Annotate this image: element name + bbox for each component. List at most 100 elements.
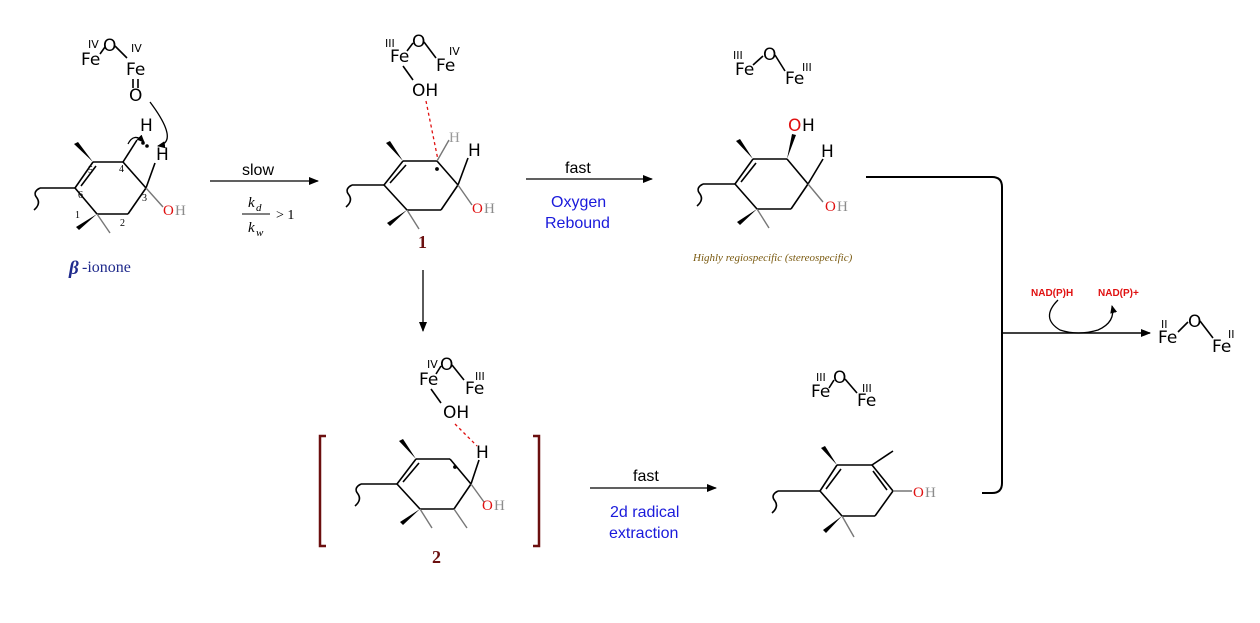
atom-h-abstracted: H — [140, 116, 153, 136]
ring-2: H O H — [354, 439, 505, 529]
hydroxyl-o: O — [913, 485, 924, 501]
hydroxyl-o: O — [163, 203, 174, 219]
step-slow: slow k d k w > 1 — [210, 162, 319, 239]
radical-label: 2d radical — [610, 504, 679, 521]
ox-state-ii: II — [1161, 318, 1168, 331]
atom-fe: Fe — [1212, 337, 1231, 357]
ratio-comparison: > 1 — [276, 208, 294, 223]
atom-o: O — [1188, 312, 1201, 332]
ox-state-ii: II — [1228, 328, 1235, 341]
atom-h: H — [468, 141, 481, 161]
hydroxyl-o: O — [825, 199, 836, 215]
cofactor-nadph: NAD(P)H — [1031, 288, 1073, 299]
ox-state-iv: IV — [449, 45, 460, 58]
atom-h-gray: H — [449, 130, 460, 146]
ox-state-iii: III — [733, 49, 743, 62]
substrate-beta-ionone: IV O IV Fe Fe O — [33, 36, 186, 279]
bracket-right — [533, 434, 541, 548]
atom-fe: Fe — [785, 69, 804, 89]
atom-h: H — [821, 142, 834, 162]
rebound-label: Rebound — [545, 215, 610, 232]
hydroxyl-h: H — [494, 498, 505, 514]
kw-subscript: w — [256, 227, 264, 239]
atom-o: O — [412, 32, 425, 52]
hydroxyl-h: H — [837, 199, 848, 215]
atom-fe: Fe — [419, 370, 438, 390]
compound-label-1: 1 — [418, 232, 427, 252]
ring-product: O H H O H — [696, 116, 848, 229]
atom-fe: Fe — [1158, 328, 1177, 348]
ring-number-4: 4 — [119, 164, 124, 175]
catalyst-fe4-fe3-oh: IV O III Fe Fe OH — [419, 355, 485, 423]
atom-fe: Fe — [126, 60, 145, 80]
hydroxyl-h: H — [175, 203, 186, 219]
atom-fe: Fe — [436, 56, 455, 76]
atom-fe: Fe — [81, 50, 100, 70]
bracket-left — [318, 434, 326, 548]
product-rebound: III O III Fe Fe O H H O — [692, 45, 853, 264]
catalyst-fe3-fe3: III O III Fe Fe — [811, 368, 876, 411]
atom-fe: Fe — [735, 60, 754, 80]
ox-state-iii: III — [385, 37, 395, 50]
atom-oxo: O — [129, 86, 142, 106]
step-fast-label: fast — [565, 160, 591, 177]
greek-beta: β — [68, 258, 79, 279]
atom-o: O — [833, 368, 846, 388]
ox-state-iv: IV — [131, 42, 142, 55]
oxygen-label: Oxygen — [551, 194, 606, 211]
hydroxyl-o-new: O — [788, 116, 801, 136]
atom-o: O — [440, 355, 453, 375]
kd-k: k — [248, 195, 255, 211]
atom-o: O — [763, 45, 776, 65]
atom-fe: Fe — [465, 379, 484, 399]
atom-fe: Fe — [857, 391, 876, 411]
ox-state-iii: III — [802, 61, 812, 74]
kd-subscript: d — [256, 202, 262, 214]
catalyst-fe3-fe4-oh: III O IV Fe Fe OH — [385, 32, 460, 101]
step-fast-label: fast — [633, 468, 659, 485]
extraction-label: extraction — [609, 525, 678, 542]
catalyst-fe4-fe4: IV O IV Fe Fe O — [81, 36, 145, 106]
ring-1: H H O H — [345, 130, 495, 230]
compound-label-2: 2 — [432, 547, 441, 567]
ox-state-iii: III — [816, 371, 826, 384]
hydroxyl-h: H — [925, 485, 936, 501]
hydroxyl-o: O — [482, 498, 493, 514]
hydroxyl-h-new: H — [802, 116, 815, 136]
catalyst-fe3-fe3: III O III Fe Fe — [733, 45, 812, 89]
ox-state-iv: IV — [88, 38, 99, 51]
ox-state-iii: III — [862, 382, 872, 395]
catalyst-fe2-fe2: II O II Fe Fe — [1158, 312, 1235, 357]
product-dienol: III O III Fe Fe O H — [771, 368, 936, 538]
hydroxyl-h: H — [484, 201, 495, 217]
atom-oh: OH — [443, 403, 469, 423]
ring-ionone: H H O H 5 6 1 2 3 4 — [33, 101, 186, 234]
step-slow-label: slow — [242, 162, 274, 179]
converging-arrow: NAD(P)H NAD(P)+ — [866, 176, 1151, 494]
substrate-name: β -ionone — [68, 258, 131, 279]
ring-number-5: 5 — [88, 165, 93, 176]
ring-number-2: 2 — [120, 218, 125, 229]
regiospecific-note: Highly regiospecific (stereospecific) — [692, 252, 853, 264]
ring-number-1: 1 — [75, 210, 80, 221]
intermediate-1: III O IV Fe Fe OH — [345, 32, 495, 252]
atom-oh: OH — [412, 81, 438, 101]
atom-fe: Fe — [811, 382, 830, 402]
hydroxyl-o: O — [472, 201, 483, 217]
ring-number-3: 3 — [142, 193, 147, 204]
kw-k: k — [248, 220, 255, 236]
atom-fe: Fe — [390, 47, 409, 67]
substrate-label: -ionone — [82, 259, 131, 276]
intermediate-2: IV O III Fe Fe OH — [318, 355, 541, 567]
step-radical-extraction: fast 2d radical extraction — [590, 468, 717, 542]
atom-o: O — [103, 36, 116, 56]
atom-h: H — [476, 443, 489, 463]
ox-state-iii: III — [475, 370, 485, 383]
cofactor-nadp: NAD(P)+ — [1098, 288, 1139, 299]
step-oxygen-rebound: fast Oxygen Rebound — [526, 160, 653, 232]
atom-h: H — [156, 145, 169, 165]
ring-dienol: O H — [771, 446, 936, 538]
ox-state-iv: IV — [427, 358, 438, 371]
ring-number-6: 6 — [78, 190, 83, 201]
